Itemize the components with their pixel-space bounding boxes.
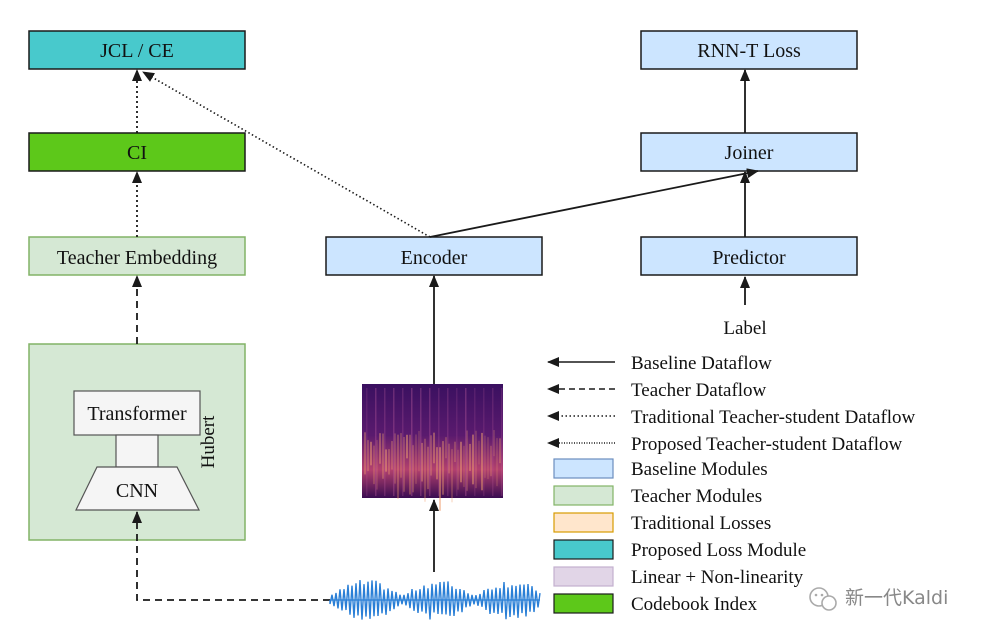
- legend-swatch-label: Teacher Modules: [631, 486, 762, 507]
- transformer-label: Transformer: [87, 403, 187, 425]
- legend-swatch: [553, 458, 614, 479]
- legend-line-label: Baseline Dataflow: [631, 353, 772, 374]
- legend-swatch-label: Codebook Index: [631, 594, 758, 615]
- watermark-text: 新一代Kaldi: [845, 587, 948, 609]
- legend-line-label: Teacher Dataflow: [631, 380, 767, 401]
- ci-label: CI: [127, 142, 147, 164]
- encoder-label: Encoder: [401, 247, 468, 269]
- rnnt-loss-label: RNN-T Loss: [697, 40, 801, 62]
- spectrogram-image: [362, 384, 503, 511]
- cnn-label: CNN: [116, 480, 158, 502]
- ci-box: [28, 132, 246, 172]
- jcl-ce-label: JCL / CE: [100, 40, 174, 62]
- legend-line-label: Proposed Teacher-student Dataflow: [631, 434, 903, 455]
- legend-swatch: [553, 539, 614, 560]
- arrow-wave-to-cnn: [132, 511, 330, 601]
- hubert-connector: [115, 434, 159, 468]
- jcl-ce-box: [28, 30, 246, 70]
- wechat-icon: [809, 587, 837, 611]
- legend-swatch-label: Baseline Modules: [631, 459, 768, 480]
- label-text: Label: [723, 318, 766, 339]
- teacher-embedding-label: Teacher Embedding: [57, 247, 217, 269]
- legend-line-label: Traditional Teacher-student Dataflow: [631, 407, 916, 428]
- waveform-image: [329, 580, 541, 620]
- predictor-label: Predictor: [712, 247, 786, 269]
- legend-swatch-label: Linear + Non-linearity: [631, 567, 804, 588]
- legend-swatch: [553, 593, 614, 614]
- legend-swatch: [553, 512, 614, 533]
- rnnt-loss-box: [640, 30, 858, 70]
- joiner-box: [640, 132, 858, 172]
- legend-swatch: [553, 566, 614, 587]
- legend-swatch: [553, 485, 614, 506]
- legend-swatch-label: Traditional Losses: [631, 513, 771, 534]
- arrow-encoder-to-joiner: [429, 168, 759, 238]
- joiner-label: Joiner: [725, 142, 774, 164]
- watermark: 新一代Kaldi: [809, 587, 948, 611]
- predictor-box: [640, 236, 858, 276]
- legend-swatch-label: Proposed Loss Module: [631, 540, 806, 561]
- hubert-label: Hubert: [198, 415, 219, 468]
- cnn-trapezoid: [75, 466, 200, 511]
